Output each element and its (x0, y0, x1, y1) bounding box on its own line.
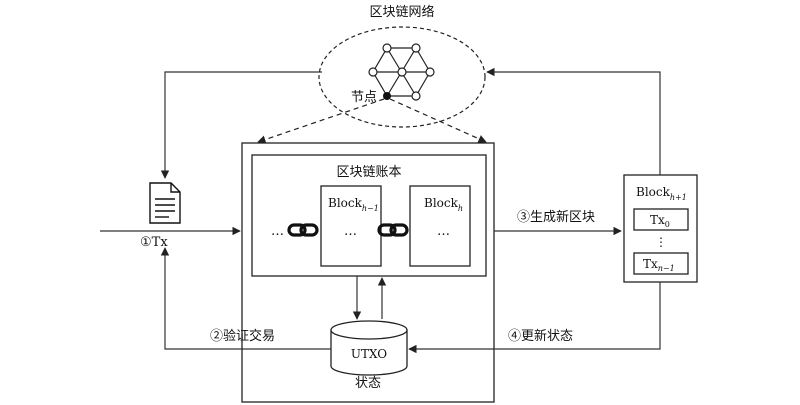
ledger-title: 区块链账本 (336, 165, 401, 180)
block-to-network-arrow (486, 67, 661, 175)
tx-last-box (633, 252, 689, 275)
selected-node (383, 92, 391, 100)
node-arrow-right (389, 98, 487, 143)
tx-first-label: Tx0 (650, 213, 670, 229)
verify-label: ②验证交易 (210, 328, 275, 344)
network-to-tx-arrow (160, 71, 322, 179)
graph-node (425, 67, 435, 77)
verify-arrow (160, 247, 331, 350)
new-block-label: Blockh+1 (636, 185, 687, 202)
block-prev-label: Blockh−1 (328, 196, 379, 213)
network-title: 区块链网络 (369, 4, 434, 20)
network-nodes (368, 43, 435, 101)
tx-last-label: Txn−1 (643, 257, 675, 273)
network-cloud (318, 26, 486, 128)
graph-node (411, 91, 421, 101)
ellipsis-right: … (437, 224, 450, 239)
chain-link-icon (377, 223, 409, 237)
graph-node (411, 43, 421, 53)
utxo-database-icon (330, 320, 408, 376)
tx-first-box (633, 208, 689, 231)
graph-node (368, 67, 378, 77)
block-current (409, 185, 471, 267)
state-title: 状态 (355, 376, 381, 391)
graph-node (397, 67, 407, 77)
node-label: 节点 (351, 90, 377, 105)
node-arrow-left (257, 98, 385, 144)
graph-node (382, 43, 392, 53)
ellipsis-left: … (271, 224, 284, 239)
chain-link-icon (287, 223, 319, 237)
update-label: ④更新状态 (508, 328, 573, 344)
update-arrow (408, 282, 661, 354)
document-icon (149, 182, 181, 224)
block-current-label: Blockh (424, 196, 463, 213)
generate-label: ③生成新区块 (517, 209, 595, 225)
tx-label: ①Tx (140, 235, 168, 250)
tx-vdots: ⋮ (655, 235, 667, 249)
utxo-label: UTXO (351, 347, 387, 361)
ellipsis-mid: … (344, 224, 357, 239)
